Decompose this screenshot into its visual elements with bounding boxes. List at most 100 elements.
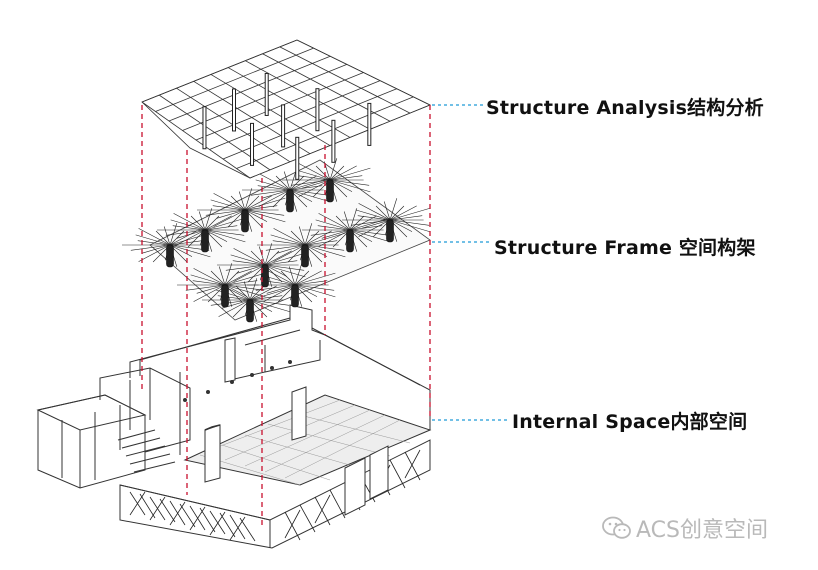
fan-rib bbox=[295, 169, 331, 181]
fan-rib bbox=[244, 195, 272, 211]
fan-rib bbox=[138, 244, 171, 262]
fan-rib bbox=[224, 270, 252, 286]
fan-rib bbox=[204, 208, 213, 231]
frame-column bbox=[326, 179, 334, 203]
frame-column bbox=[201, 229, 209, 253]
fan-rib bbox=[357, 215, 391, 221]
fan-rib bbox=[389, 205, 405, 221]
fan-rib bbox=[358, 203, 391, 221]
fan-rib bbox=[298, 163, 331, 181]
fan-rib bbox=[244, 195, 260, 211]
fan-rib bbox=[172, 225, 206, 231]
fan-rib bbox=[264, 252, 306, 266]
grid-column bbox=[331, 119, 336, 163]
fan-rib bbox=[244, 209, 286, 223]
grid-line bbox=[182, 64, 348, 131]
fan-rib bbox=[165, 229, 206, 236]
frame-column bbox=[261, 264, 269, 288]
fan-rib bbox=[204, 215, 220, 231]
fan-rib bbox=[349, 208, 358, 231]
fan-rib bbox=[249, 299, 291, 313]
grid-column bbox=[232, 88, 236, 132]
fan-rib bbox=[294, 270, 322, 286]
fan-rib bbox=[130, 244, 171, 251]
fan-rib bbox=[176, 229, 206, 239]
fan-rib bbox=[155, 230, 171, 246]
column-left bbox=[204, 424, 221, 483]
fan-rib bbox=[261, 189, 291, 199]
label-internal-space: Internal Space内部空间 bbox=[512, 411, 748, 433]
fan-rib bbox=[210, 299, 251, 306]
fan-rib bbox=[289, 189, 330, 196]
fan-rib bbox=[173, 213, 206, 231]
front-door bbox=[344, 457, 366, 516]
fan-rib bbox=[218, 266, 226, 286]
grid-line bbox=[141, 39, 298, 103]
fan-rib bbox=[358, 219, 391, 237]
fan-rib bbox=[298, 226, 306, 246]
label-structure-frame: Structure Frame 空间构架 bbox=[494, 237, 756, 259]
fan-rib bbox=[318, 229, 351, 247]
fan-rib bbox=[304, 244, 346, 258]
grid-column bbox=[281, 104, 286, 148]
fan-rib bbox=[193, 284, 226, 302]
fan-rib bbox=[216, 209, 246, 219]
fan-rib bbox=[389, 198, 398, 221]
fan-rib bbox=[249, 287, 291, 301]
fan-rib bbox=[294, 284, 335, 291]
fan-rib bbox=[224, 272, 266, 286]
fan-rib bbox=[173, 229, 206, 247]
fan-rib bbox=[204, 229, 246, 243]
fan-rib bbox=[310, 229, 351, 236]
fan-rib bbox=[349, 229, 391, 243]
grid-line bbox=[249, 104, 431, 179]
fan-rib bbox=[236, 264, 266, 274]
analysis-columns bbox=[202, 72, 372, 180]
fan-rib bbox=[290, 179, 331, 186]
fan-rib bbox=[258, 189, 291, 207]
grid-line bbox=[155, 47, 314, 112]
fan-rib bbox=[193, 268, 226, 286]
frame-column bbox=[291, 284, 299, 308]
fan-rib bbox=[350, 219, 391, 226]
grid-column bbox=[315, 88, 320, 132]
fan-rib bbox=[210, 199, 246, 211]
fan-rib bbox=[290, 230, 306, 246]
fan-rib bbox=[185, 284, 226, 291]
grid-column bbox=[264, 72, 269, 116]
fan-rib bbox=[389, 207, 431, 221]
fan-rib bbox=[294, 280, 328, 286]
fan-rib bbox=[289, 175, 317, 191]
fan-rib bbox=[280, 270, 296, 286]
watermark-text: ACS创意空间 bbox=[636, 518, 768, 543]
fan-rib bbox=[213, 209, 246, 227]
fan-rib bbox=[232, 260, 266, 266]
fan-rib bbox=[329, 165, 357, 181]
structure-analysis-layer bbox=[141, 39, 431, 180]
fan-rib bbox=[355, 209, 391, 221]
fan-rib bbox=[294, 272, 336, 286]
fan-rib bbox=[349, 215, 377, 231]
fan-rib bbox=[265, 244, 306, 251]
internal-space-layer bbox=[36, 304, 432, 549]
red-guides bbox=[141, 105, 431, 525]
fan-rib bbox=[218, 299, 251, 317]
frame-column bbox=[286, 189, 294, 213]
fan-rib bbox=[225, 264, 266, 271]
wechat-icon bbox=[602, 516, 631, 539]
fan-rib bbox=[264, 260, 298, 266]
structure-frame-layer bbox=[122, 158, 431, 323]
fan-rib bbox=[244, 205, 278, 211]
fan-rib bbox=[329, 179, 370, 186]
fan-rib bbox=[389, 205, 417, 221]
fan-rib bbox=[383, 201, 391, 221]
fan-rib bbox=[288, 266, 296, 286]
fan-rib bbox=[304, 223, 313, 246]
fan-rib bbox=[169, 240, 203, 246]
fan-rib bbox=[266, 284, 296, 294]
fan-rib bbox=[250, 250, 266, 266]
fan-rib bbox=[349, 215, 365, 231]
fan-rib bbox=[204, 225, 238, 231]
grid-line bbox=[236, 96, 414, 169]
